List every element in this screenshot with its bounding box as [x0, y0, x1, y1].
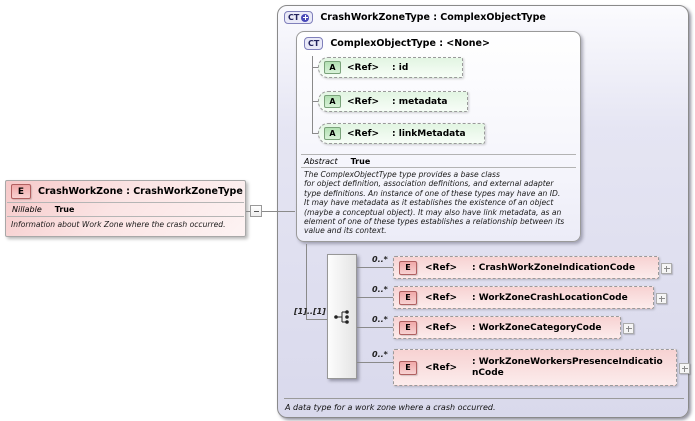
connector-line: [246, 211, 295, 212]
sequence-compositor-box[interactable]: [327, 254, 357, 379]
element-ref-label: <Ref>: [425, 292, 458, 303]
separator: [7, 216, 244, 217]
type-box-crashworkzonetype: CT CrashWorkZoneType : ComplexObjectType…: [277, 5, 690, 418]
element-ref-label: <Ref>: [425, 262, 458, 273]
attribute-stub-line: [312, 101, 319, 102]
attribute-badge: A: [324, 95, 341, 108]
nillable-value: True: [54, 205, 75, 214]
abstract-label: Abstract: [304, 157, 338, 166]
branch-line: [357, 297, 393, 298]
expand-icon[interactable]: [661, 263, 672, 274]
element-box-crashworkzone[interactable]: E CrashWorkZone : CrashWorkZoneType Nill…: [5, 180, 246, 237]
element-badge: E: [399, 320, 417, 335]
abstract-property-row: Abstract True: [304, 157, 370, 166]
complex-type-icon: CT: [304, 37, 324, 50]
attribute-branch-line: [312, 56, 313, 134]
cardinality-label: 0..*: [372, 285, 388, 294]
element-description: Information about Work Zone where the cr…: [11, 220, 226, 229]
type-caption: A data type for a work zone where a cras…: [285, 403, 496, 412]
basetype-badge-label: CT: [308, 39, 320, 48]
basetype-header: CT ComplexObjectType : <None>: [304, 37, 490, 50]
ref-label: <Ref>: [347, 62, 380, 73]
element-row-workzoneworkerspresenceindicationcode[interactable]: E <Ref> : WorkZoneWorkersPresenceIndicat…: [393, 349, 677, 386]
separator: [301, 167, 576, 168]
basetype-description-line: for object definition, association defin…: [304, 179, 554, 189]
cardinality-label: 0..*: [372, 255, 388, 264]
basetype-description-line: It may have metadata as it establishes t…: [304, 198, 554, 208]
element-badge: E: [399, 260, 417, 275]
separator: [301, 154, 576, 155]
element-badge: E: [11, 184, 31, 199]
attribute-box-metadata[interactable]: A <Ref> : metadata: [318, 91, 468, 112]
abstract-value: True: [350, 157, 371, 166]
element-row-workzonecategorycode[interactable]: E <Ref> : WorkZoneCategoryCode: [393, 316, 621, 339]
attribute-name: : metadata: [392, 96, 448, 107]
attribute-badge: A: [324, 127, 341, 140]
basetype-description: The ComplexObjectType type provides a ba…: [304, 170, 580, 236]
attribute-name: : id: [392, 62, 409, 73]
nillable-label: Nillable: [12, 205, 42, 214]
branch-line: [357, 267, 393, 268]
attribute-badge: A: [324, 61, 341, 74]
element-ref-label: <Ref>: [425, 362, 458, 373]
cardinality-label: 0..*: [372, 350, 388, 359]
cardinality-label: 0..*: [372, 315, 388, 324]
connector-line: [306, 319, 328, 320]
basetype-description-line: element of one of these types establishe…: [304, 217, 565, 227]
element-name: : WorkZoneCrashLocationCode: [472, 292, 628, 303]
element-badge: E: [399, 360, 417, 375]
attribute-box-id[interactable]: A <Ref> : id: [318, 57, 463, 78]
expand-icon[interactable]: [656, 293, 667, 304]
branch-line: [357, 362, 393, 363]
basetype-box-complexobjecttype: CT ComplexObjectType : <None> A <Ref> : …: [296, 31, 581, 242]
element-badge: E: [399, 290, 417, 305]
sequence-icon: [333, 309, 349, 324]
element-header: E CrashWorkZone : CrashWorkZoneType: [6, 181, 245, 202]
type-title: CrashWorkZoneType : ComplexObjectType: [320, 12, 546, 23]
expand-icon[interactable]: [623, 323, 634, 334]
basetype-description-line: The ComplexObjectType type provides a ba…: [304, 170, 500, 179]
element-row-workzonecrashlocationcode[interactable]: E <Ref> : WorkZoneCrashLocationCode: [393, 286, 654, 309]
basetype-title: ComplexObjectType : <None>: [330, 38, 490, 49]
expand-icon[interactable]: [679, 363, 690, 374]
element-name: : WorkZoneCategoryCode: [472, 322, 602, 333]
separator: [7, 202, 244, 203]
basetype-description-line: (maybe a conceptual object). It may also…: [304, 207, 562, 217]
type-header: CT CrashWorkZoneType : ComplexObjectType: [284, 11, 546, 24]
ref-label: <Ref>: [347, 128, 380, 139]
ref-label: <Ref>: [347, 96, 380, 107]
element-name: : WorkZoneWorkersPresenceIndicationCode: [472, 356, 663, 378]
element-row-crashworkzoneindicationcode[interactable]: E <Ref> : CrashWorkZoneIndicationCode: [393, 256, 659, 279]
element-ref-label: <Ref>: [425, 322, 458, 333]
attribute-stub-line: [312, 133, 319, 134]
nillable-property-row: Nillable True: [6, 203, 245, 216]
separator: [284, 398, 684, 399]
attribute-box-linkmetadata[interactable]: A <Ref> : linkMetadata: [318, 123, 485, 144]
basetype-description-line: value and its context.: [304, 226, 387, 236]
complex-type-icon: CT: [284, 11, 314, 24]
branch-line: [357, 327, 393, 328]
basetype-description-line: type definitions. An instance of one of …: [304, 188, 561, 198]
plus-circle-icon[interactable]: [301, 13, 310, 22]
cardinality-label-main: [1]..[1]: [294, 307, 326, 316]
element-name: : CrashWorkZoneIndicationCode: [472, 262, 636, 273]
connector-line: [306, 244, 307, 319]
complex-type-badge-label: CT: [288, 13, 300, 22]
attribute-name: : linkMetadata: [392, 128, 466, 139]
element-title: CrashWorkZone : CrashWorkZoneType: [38, 186, 243, 197]
collapse-icon[interactable]: [250, 205, 262, 217]
attribute-stub-line: [312, 67, 319, 68]
